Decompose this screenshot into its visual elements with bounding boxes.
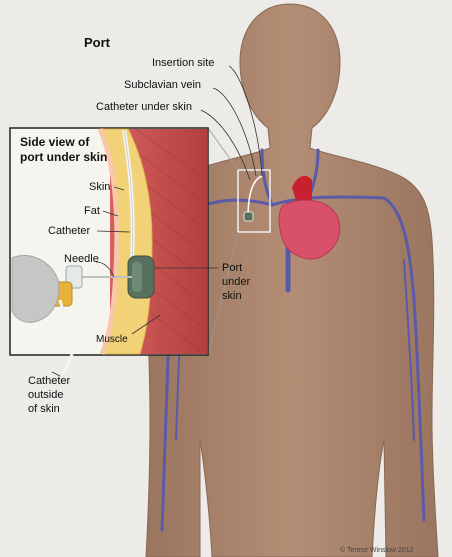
label-catheter-outside-3: of skin: [28, 403, 60, 415]
external-catheter: [62, 354, 72, 374]
label-port-under-skin-1: Port: [222, 262, 242, 274]
inset-title-line2: port under skin: [20, 150, 107, 164]
label-skin: Skin: [89, 181, 110, 193]
label-port-under-skin-3: skin: [222, 290, 242, 302]
label-catheter-outside-1: Catheter: [28, 375, 71, 387]
image-credit: © Terese Winslow 2012: [340, 546, 414, 554]
inset-title-line1: Side view of: [20, 135, 90, 149]
label-catheter-outside-2: outside: [28, 389, 63, 401]
label-catheter: Catheter: [48, 225, 91, 237]
diagram-title: Port: [84, 35, 111, 50]
label-catheter-under-skin: Catheter under skin: [96, 101, 192, 113]
label-muscle: Muscle: [96, 334, 128, 345]
label-fat: Fat: [84, 205, 100, 217]
label-port-under-skin-2: under: [222, 276, 250, 288]
label-insertion-site: Insertion site: [152, 57, 214, 69]
label-needle: Needle: [64, 253, 99, 265]
label-subclavian-vein: Subclavian vein: [124, 79, 201, 91]
